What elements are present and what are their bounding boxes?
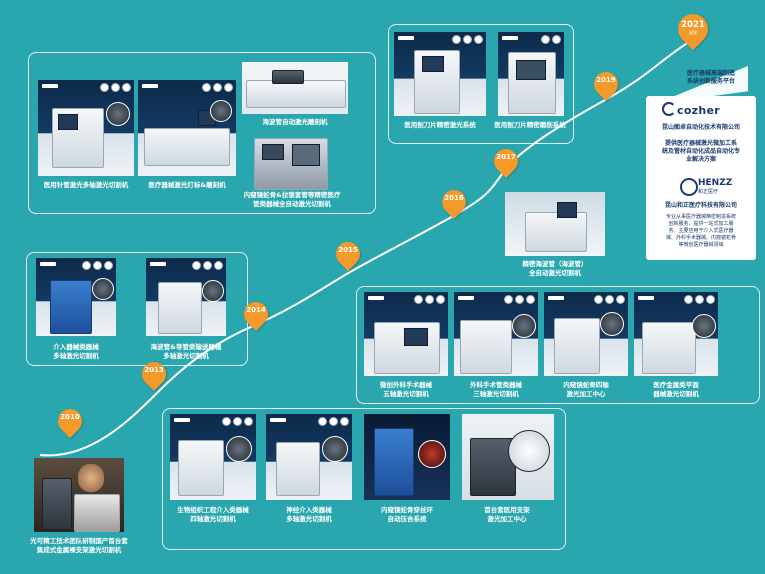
caption-hypotube-delivery-cutter-1: 海波管&导管类输送器械 bbox=[150, 343, 222, 351]
caption-bio-tissue-cutter-1: 生物组织工程介入类器械 bbox=[177, 506, 249, 514]
caption-endoscope-cutter-1: 内窥镜蛇骨&拉锁套管等精密医疗 bbox=[243, 191, 341, 199]
henzz-logo: HENZZ 和正医疗 bbox=[680, 178, 733, 196]
product-image-endoscope-cutter bbox=[252, 132, 332, 190]
company2-desc-1: 专业从事医疗器械精密制造系统 bbox=[665, 214, 736, 220]
caption-endoscope-four-axis-2: 激光加工中心 bbox=[566, 390, 606, 398]
year-label-2015: 2015 bbox=[338, 246, 358, 254]
caption-endoscope-cutter-2: 管类器械全自动激光切割机 bbox=[253, 200, 331, 208]
caption-bio-tissue-cutter-2: 四轴激光切割机 bbox=[190, 515, 236, 523]
product-image-endoscope-four-axis bbox=[544, 292, 628, 376]
year-pin-2010: 2010 bbox=[53, 404, 87, 438]
year-label-2019: 2019 bbox=[596, 76, 616, 84]
year-label-2014: 2014 bbox=[246, 306, 266, 314]
caption-neuro-cutter-2: 多轴激光切割机 bbox=[286, 515, 332, 523]
caption-hypotube-delivery-cutter-2: 多轴激光切割机 bbox=[163, 352, 209, 360]
year-sub-2021: 展望 bbox=[689, 30, 697, 35]
product-image-hypotube-delivery-cutter bbox=[146, 258, 226, 336]
caption-needle-cutter: 医用针管激光多轴激光切割机 bbox=[43, 181, 129, 189]
caption-hypotube-engraver: 海波管自动激光雕刻机 bbox=[262, 118, 328, 126]
caption-hypotube-cutter-2: 全自动激光切割机 bbox=[529, 269, 581, 277]
product-image-blade-grinder bbox=[498, 32, 564, 116]
product-image-five-axis-cutter bbox=[364, 292, 448, 376]
caption-endoscope-four-axis-1: 内窥镜蛇骨四轴 bbox=[563, 381, 609, 389]
company1-desc-2: 统及管材自动化成品自动化专 bbox=[661, 148, 740, 155]
caption-neuro-cutter-1: 神经介入类器械 bbox=[286, 506, 332, 514]
year-pin-2019: 2019 bbox=[589, 67, 623, 101]
caption-five-axis-cutter-1: 微创外科手术器械 bbox=[380, 381, 432, 389]
year-label-2016: 2016 bbox=[444, 194, 464, 202]
caption-blade-laser: 医用刨刀片精密激光系统 bbox=[404, 121, 476, 129]
caption-flat-metal-cutter-1: 医疗金属类平面 bbox=[653, 381, 699, 389]
panel-2019 bbox=[388, 24, 574, 144]
year-label-2013: 2013 bbox=[144, 366, 164, 374]
product-image-hypotube-cutter bbox=[505, 192, 605, 256]
product-image-three-axis-cutter bbox=[454, 292, 538, 376]
ribbon-line-1: 医疗器械高端制造 bbox=[686, 70, 735, 77]
company2-desc-2: 创新服务，提供一站式加工服 bbox=[668, 221, 734, 227]
year-pin-2013: 2013 bbox=[137, 357, 171, 391]
year-pin-2021: 2021 展望 bbox=[671, 7, 715, 51]
henzz-wordmark: HENZZ bbox=[698, 178, 733, 188]
company2-name: 昆山和正医疗科技有限公司 bbox=[664, 202, 737, 209]
caption-team-photo-1: 光可精工技术团队研制国产首台套 bbox=[30, 537, 128, 545]
caption-hypotube-cutter-1: 精密海波管（海波管） bbox=[522, 260, 588, 268]
year-pin-2015: 2015 bbox=[331, 237, 365, 271]
year-label-2021: 2021 bbox=[681, 20, 705, 30]
company2-desc-3: 务。主要应用于介入式医疗器 bbox=[668, 228, 734, 234]
ribbon-line-2: 系统创新服务平台 bbox=[686, 78, 735, 85]
panel-2015 bbox=[356, 286, 760, 404]
cozher-c-icon bbox=[662, 102, 676, 116]
cozher-wordmark: cozher bbox=[677, 104, 720, 117]
caption-team-photo-2: 集成式金属裸支架激光切割机 bbox=[36, 546, 122, 554]
caption-five-axis-cutter-2: 五轴激光切割机 bbox=[383, 390, 429, 398]
caption-three-axis-cutter-1: 外科手术管类器械 bbox=[470, 381, 522, 389]
caption-flat-metal-cutter-2: 器械激光切割机 bbox=[653, 390, 699, 398]
company1-desc-1: 提供医疗器械激光微加工系 bbox=[664, 140, 737, 147]
caption-interventional-cutter-1: 介入器械类器械 bbox=[53, 343, 99, 351]
henzz-subtitle: 和正医疗 bbox=[698, 189, 719, 195]
henzz-mark-icon bbox=[680, 178, 698, 196]
caption-blade-grinder: 医用刨刀片精密磨削系统 bbox=[494, 121, 566, 129]
caption-crimping-system-1: 内窥镜蛇骨穿丝环 bbox=[381, 506, 433, 514]
year-pin-2014: 2014 bbox=[239, 297, 273, 331]
product-image-needle-cutter bbox=[38, 80, 134, 176]
company1-name: 昆山图卓自动化技术有限公司 bbox=[661, 124, 740, 131]
caption-marking-machine: 医疗器械激光打标&雕刻机 bbox=[148, 181, 226, 189]
caption-interventional-cutter-2: 多轴激光切割机 bbox=[53, 352, 99, 360]
year-label-2017: 2017 bbox=[496, 153, 516, 161]
caption-three-axis-cutter-2: 三轴激光切割机 bbox=[473, 390, 519, 398]
caption-crimping-system-2: 自动压合系统 bbox=[387, 515, 427, 523]
platform-ribbon-text: 医疗器械高端制造 系统创新服务平台 bbox=[668, 70, 754, 86]
caption-stent-center-2: 激光加工中心 bbox=[487, 515, 527, 523]
company1-desc-3: 业解决方案 bbox=[685, 156, 716, 163]
company2-desc-4: 械、外科手术器械、内窥镜蛇骨 bbox=[665, 235, 736, 241]
year-pin-2017: 2017 bbox=[489, 144, 523, 178]
caption-stent-center-1: 首台套医用支架 bbox=[484, 506, 530, 514]
panel-2016 bbox=[28, 52, 376, 214]
product-image-stent-center bbox=[462, 414, 554, 500]
product-image-interventional-cutter bbox=[36, 258, 116, 336]
product-image-crimping-system bbox=[364, 414, 450, 500]
product-image-flat-metal-cutter bbox=[634, 292, 718, 376]
product-image-bio-tissue-cutter bbox=[170, 414, 256, 500]
product-image-marking-machine bbox=[138, 80, 236, 176]
cozher-logo: cozher bbox=[662, 102, 720, 117]
panel-2013 bbox=[162, 408, 566, 550]
team-photo bbox=[34, 458, 124, 532]
company-panel: cozher 昆山图卓自动化技术有限公司 提供医疗器械激光微加工系 统及管材自动… bbox=[646, 96, 756, 260]
product-image-hypotube-engraver bbox=[242, 62, 348, 114]
year-label-2010: 2010 bbox=[60, 413, 80, 421]
product-image-blade-laser bbox=[394, 32, 486, 116]
company2-desc-5: 等微创医疗器械领域 bbox=[678, 242, 724, 248]
product-image-neuro-cutter bbox=[266, 414, 352, 500]
year-pin-2016: 2016 bbox=[437, 185, 471, 219]
